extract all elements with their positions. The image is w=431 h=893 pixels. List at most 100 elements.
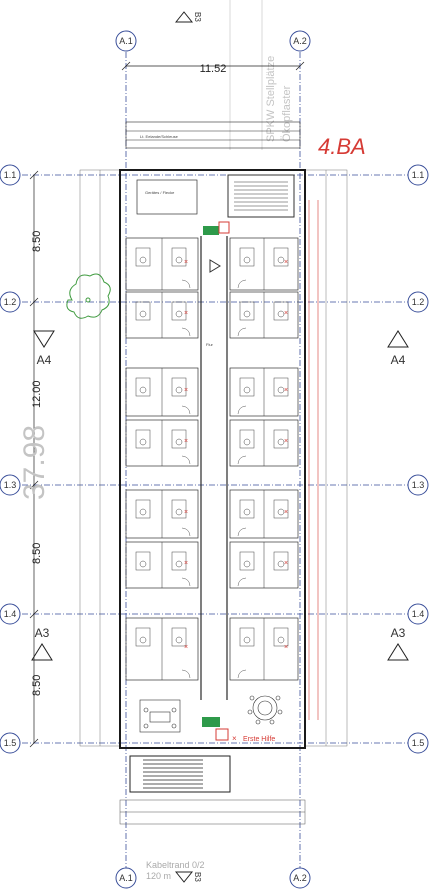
right-facade-strip: [304, 169, 348, 747]
sanitary-unit-icon: [171, 247, 187, 267]
exit-sign-icon: [203, 221, 230, 235]
svg-text:A3: A3: [35, 626, 50, 640]
svg-text:1.3: 1.3: [412, 480, 425, 490]
meeting-room-left: [139, 699, 181, 733]
room-cells: ××××××××××××××: [125, 237, 299, 681]
bottom-note-line2: 120 m: [146, 871, 171, 881]
toilet-icon: [277, 386, 285, 394]
grid-bubble-row-left-5: 1.5: [0, 732, 21, 754]
sanitary-unit-icon: [171, 429, 187, 449]
corridor-label: Flur: [206, 342, 214, 347]
build-stage-label: 4.BA: [318, 134, 366, 159]
sanitary-unit-icon: [273, 247, 289, 267]
svg-text:1.4: 1.4: [4, 609, 17, 619]
svg-text:1.5: 1.5: [4, 738, 17, 748]
svg-text:1.3: 1.3: [4, 480, 17, 490]
sanitary-unit-icon: [171, 499, 187, 519]
toilet-icon: [139, 438, 147, 446]
toilet-icon: [139, 386, 147, 394]
door-swing-icon: [237, 405, 247, 415]
stair-room-top: [136, 174, 295, 218]
ghost-guides: [229, 0, 263, 150]
right-red-markers: [308, 200, 319, 720]
toilet-icon: [243, 256, 251, 264]
toilet-icon: [277, 636, 285, 644]
sanitary-unit-icon: [171, 301, 187, 321]
section-mark-left-a4: A4: [33, 330, 55, 367]
sanitary-unit-icon: [273, 627, 289, 647]
meeting-room-right: [247, 695, 283, 725]
dimension-segment-3: 8.50: [31, 543, 43, 564]
toilet-icon: [175, 636, 183, 644]
grid-bubble-row-left-3: 1.3: [0, 474, 21, 496]
stair-room-label: Gerätes / Flecke: [145, 190, 175, 195]
sanitary-unit-icon: [135, 627, 151, 647]
fire-marker-icon: ×: [284, 644, 288, 651]
svg-text:B3: B3: [193, 12, 202, 22]
toilet-icon: [243, 386, 251, 394]
toilet-icon: [175, 560, 183, 568]
door-swing-icon: [181, 405, 191, 415]
grid-bubble-row-left-1: 1.1: [0, 164, 21, 186]
toilet-icon: [277, 508, 285, 516]
fire-marker-icon: ×: [184, 644, 188, 651]
section-mark-top: B3: [174, 11, 202, 23]
top-annex: [125, 121, 301, 149]
sanitary-unit-icon: [239, 429, 255, 449]
section-mark-right-a3: A3: [387, 626, 409, 661]
grid-bubble-row-left-2: 1.2: [0, 291, 21, 313]
door-swing-icon: [237, 669, 247, 679]
toilet-icon: [175, 508, 183, 516]
sanitary-unit-icon: [273, 551, 289, 571]
toilet-icon: [139, 636, 147, 644]
stair-icon-bottom: [129, 755, 231, 793]
stair-icon-top: [234, 181, 288, 211]
door-swing-icon: [181, 577, 191, 587]
door-swing-icon: [181, 327, 191, 337]
sanitary-unit-icon: [273, 429, 289, 449]
fire-marker-icon: ×: [284, 509, 288, 516]
sanitary-unit-icon: [171, 551, 187, 571]
door-swing-icon: [237, 527, 247, 537]
dimension-overall-ghost: 37.98: [18, 425, 51, 500]
sanitary-unit-icon: [171, 627, 187, 647]
sanitary-unit-icon: [239, 377, 255, 397]
sanitary-unit-icon: [239, 551, 255, 571]
toilet-icon: [277, 256, 285, 264]
sanitary-unit-icon: [239, 247, 255, 267]
section-mark-right-a4: A4: [387, 330, 409, 367]
grid-bubble-row-right-2: 1.2: [407, 291, 429, 313]
door-swing-icon: [181, 455, 191, 465]
grid-bubble-row-right-3: 1.3: [407, 474, 429, 496]
toilet-icon: [175, 386, 183, 394]
door-swing-icon: [181, 279, 191, 289]
grid-bubble-column-bottom-left: A.1: [115, 867, 137, 889]
grid-bubble-column-top-left: A.1: [115, 30, 137, 52]
svg-text:1.1: 1.1: [4, 170, 17, 180]
toilet-icon: [243, 310, 251, 318]
svg-text:A4: A4: [391, 353, 406, 367]
grid-bubble-row-right-4: 1.4: [407, 603, 429, 625]
toilet-icon: [175, 256, 183, 264]
grid-bubble-column-top-right: A.2: [289, 30, 311, 52]
bottom-apron: [119, 799, 306, 825]
svg-text:A.1: A.1: [119, 873, 133, 883]
fire-marker-icon: ×: [284, 387, 288, 394]
door-swing-icon: [237, 455, 247, 465]
svg-text:A.2: A.2: [293, 873, 307, 883]
svg-text:B3: B3: [193, 872, 202, 882]
door-swing-icon: [237, 577, 247, 587]
first-aid-icon: ×: [202, 717, 237, 743]
central-corridor: [200, 236, 228, 700]
sanitary-unit-icon: [239, 627, 255, 647]
grid-bubble-row-right-1: 1.1: [407, 164, 429, 186]
toilet-icon: [175, 438, 183, 446]
toilet-icon: [139, 508, 147, 516]
fire-marker-icon: ×: [184, 310, 188, 317]
svg-text:1.4: 1.4: [412, 609, 425, 619]
toilet-icon: [139, 256, 147, 264]
svg-text:A.2: A.2: [293, 36, 307, 46]
sanitary-unit-icon: [135, 429, 151, 449]
sanitary-unit-icon: [135, 247, 151, 267]
